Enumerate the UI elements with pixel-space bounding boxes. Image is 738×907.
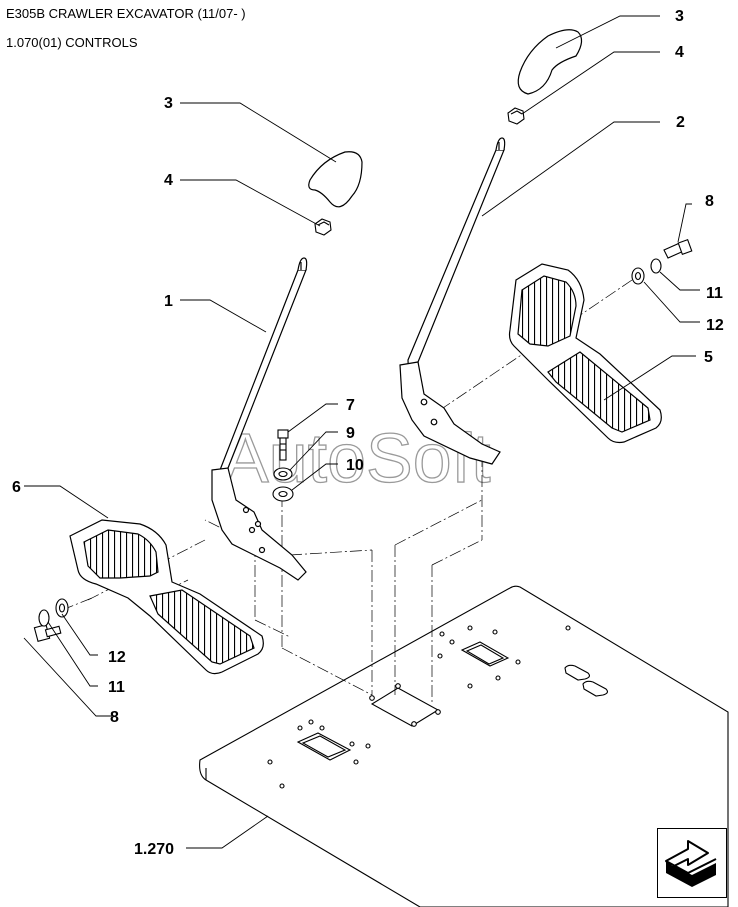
lock-nut-left xyxy=(314,218,332,236)
foot-pedal-right xyxy=(508,263,662,444)
next-page-arrow-icon xyxy=(665,840,717,887)
control-lever-right xyxy=(399,137,506,465)
callout-6: 6 xyxy=(12,479,21,496)
next-page-button[interactable] xyxy=(657,828,727,898)
callout-3-left: 3 xyxy=(164,95,173,112)
callout-9: 9 xyxy=(346,425,355,442)
callout-11-left: 11 xyxy=(108,679,125,696)
callout-4-left: 4 xyxy=(164,172,173,189)
lever-knob-right xyxy=(517,29,583,95)
callout-12-right: 12 xyxy=(706,317,724,334)
callout-5: 5 xyxy=(704,349,713,366)
lever-knob-left xyxy=(308,151,363,208)
callout-labels: 3 4 1 6 3 4 2 8 11 12 5 7 9 10 12 11 8 1… xyxy=(12,8,724,858)
lock-nut-right xyxy=(507,107,525,125)
hardware-parts xyxy=(33,238,693,642)
callout-8-left: 8 xyxy=(110,709,119,726)
control-lever-left xyxy=(211,257,308,581)
callout-2: 2 xyxy=(676,114,685,131)
section-title: 1.070(01) CONTROLS xyxy=(6,35,138,50)
callout-3-right: 3 xyxy=(675,8,684,25)
callout-10: 10 xyxy=(346,457,364,474)
diagram-title: E305B CRAWLER EXCAVATOR (11/07- ) xyxy=(6,6,246,21)
callout-4-right: 4 xyxy=(675,44,684,61)
callout-1: 1 xyxy=(164,293,173,310)
callout-12-left: 12 xyxy=(108,649,126,666)
foot-pedal-left xyxy=(69,519,264,675)
callout-8-right: 8 xyxy=(705,193,714,210)
callout-7: 7 xyxy=(346,397,355,414)
floor-plate xyxy=(199,585,729,907)
callout-1-270: 1.270 xyxy=(134,841,174,858)
callout-11-right: 11 xyxy=(706,285,723,302)
leader-lines xyxy=(23,15,700,849)
